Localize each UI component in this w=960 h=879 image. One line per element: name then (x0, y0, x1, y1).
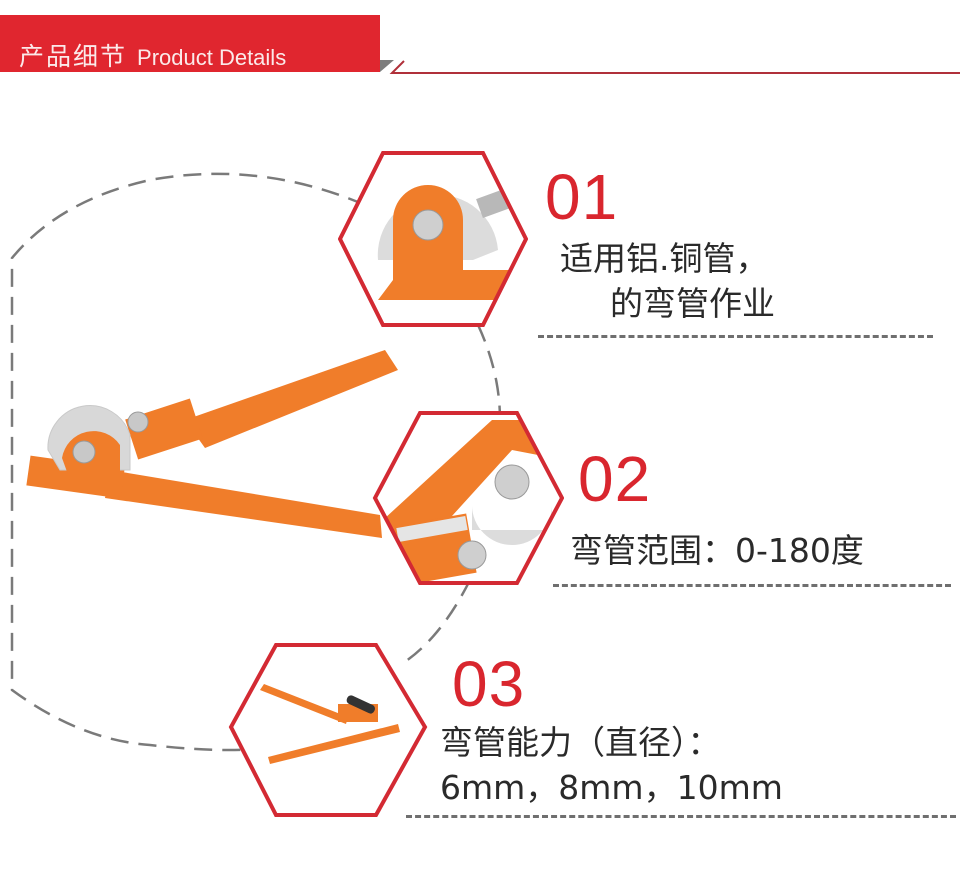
section-title-cn: 产品细节 (19, 42, 128, 71)
section-title: 产品细节 Product Details (19, 37, 286, 73)
header-underline (389, 60, 960, 74)
banner-fold-shadow (380, 60, 394, 72)
feature-01-image (338, 151, 528, 327)
feature-03-divider (406, 815, 956, 818)
feature-01-number: 01 (545, 161, 619, 233)
feature-03-number: 03 (452, 648, 526, 720)
section-header-banner: 产品细节 Product Details (0, 15, 380, 72)
feature-02-image (372, 411, 564, 585)
section-title-en: Product Details (137, 45, 287, 70)
feature-03-image (228, 643, 428, 817)
feature-01-line-1: 适用铝.铜管， (560, 239, 769, 278)
feature-01-divider (538, 335, 933, 338)
feature-01-line-2: 的弯管作业 (610, 284, 775, 323)
feature-02-divider (553, 584, 951, 587)
feature-02-number: 02 (578, 443, 652, 515)
feature-03-line-1: 弯管能力（直径）： (440, 723, 721, 762)
feature-02-line-1: 弯管范围：0-180度 (570, 531, 864, 570)
pipe-bender-main-image (26, 350, 398, 538)
feature-03-line-2: 6mm，8mm，10mm (440, 768, 783, 807)
